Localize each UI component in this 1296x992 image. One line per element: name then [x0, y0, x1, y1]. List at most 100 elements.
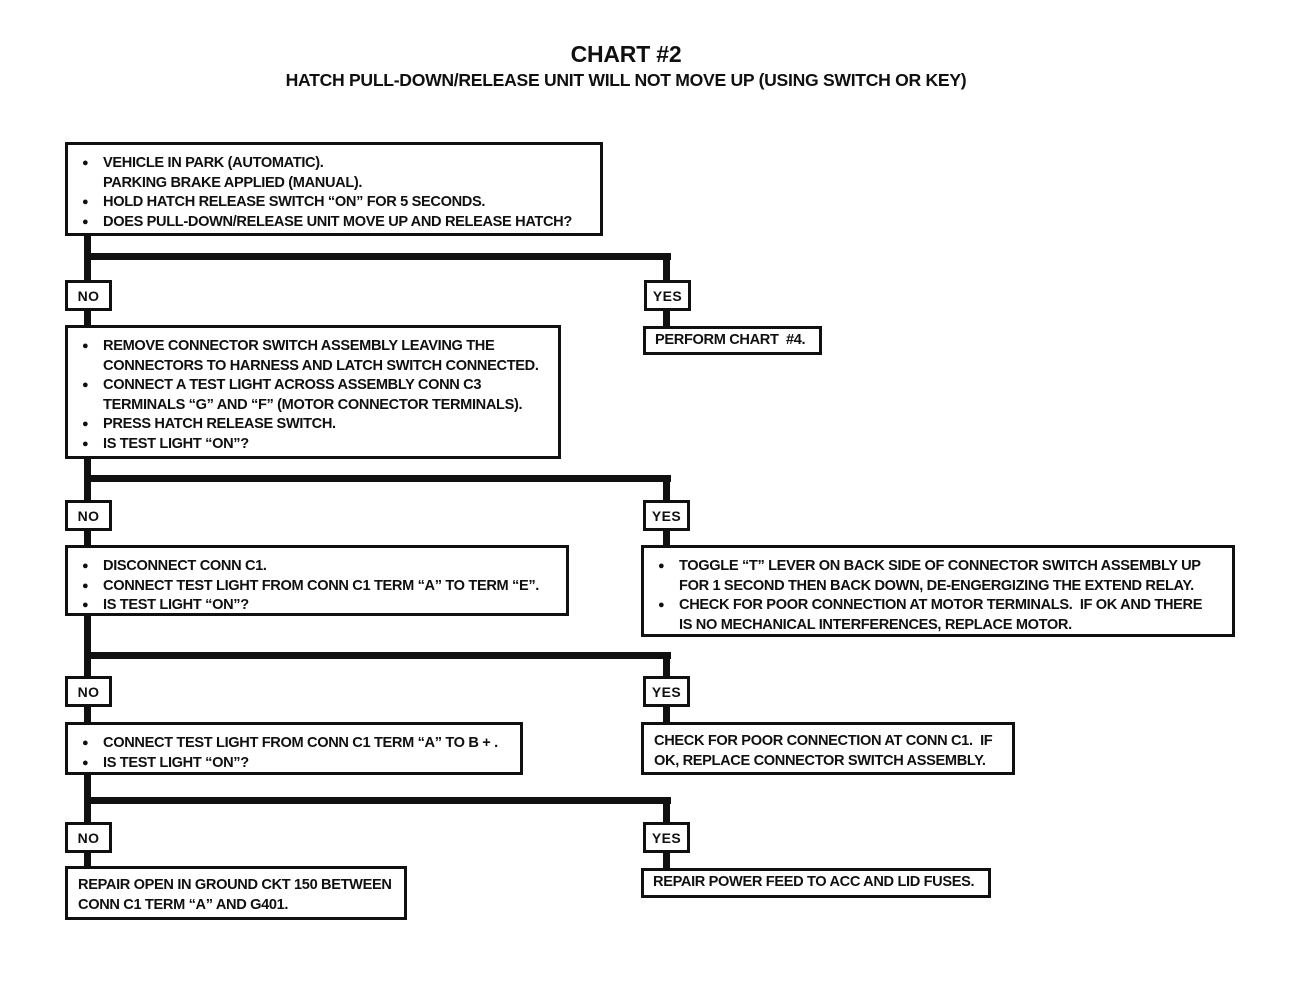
connector-line [84, 236, 91, 256]
yes-label-3: YES [643, 676, 690, 707]
connector-line [84, 797, 671, 804]
step-line: FOR 1 SECOND THEN BACK DOWN, DE-ENGERGIZ… [658, 577, 1226, 597]
step-line-text: TERMINALS “G” AND “F” (MOTOR CONNECTOR T… [103, 396, 523, 413]
yes-label-4: YES [643, 822, 690, 853]
step-line: ● IS TEST LIGHT “ON”? [82, 435, 552, 455]
step-line-text: CONNECT A TEST LIGHT ACROSS ASSEMBLY CON… [103, 377, 482, 394]
bullet-icon: ● [82, 560, 89, 572]
connector-line [84, 311, 91, 325]
step-line-text: PARKING BRAKE APPLIED (MANUAL). [103, 174, 363, 191]
step-line-text: CONN C1 TERM “A” AND G401. [78, 896, 289, 913]
bullet-icon [658, 577, 679, 597]
repair-power-box: REPAIR POWER FEED TO ACC AND LID FUSES. [641, 868, 991, 898]
connector-line [84, 800, 91, 822]
start-condition-box: ●VEHICLE IN PARK (AUTOMATIC). PARKING BR… [65, 142, 603, 236]
step-line: IS NO MECHANICAL INTERFERENCES, REPLACE … [658, 616, 1226, 636]
step-line-text: FOR 1 SECOND THEN BACK DOWN, DE-ENGERGIZ… [679, 577, 1194, 594]
step-line-text: IS TEST LIGHT “ON”? [103, 754, 249, 771]
chart-subtitle: HATCH PULL-DOWN/RELEASE UNIT WILL NOT MO… [285, 70, 967, 90]
chart-title: CHART #2 [570, 41, 682, 67]
bullet-icon: ● [658, 560, 665, 572]
test-light-motor-box: ● REMOVE CONNECTOR SWITCH ASSEMBLY LEAVIN… [65, 325, 561, 459]
perform-chart-4-box: PERFORM CHART #4. [643, 326, 822, 355]
yes-label-text: YES [651, 829, 682, 846]
step-line: ● DISCONNECT CONN C1. [82, 557, 560, 577]
step-line: ●IS TEST LIGHT “ON”? [82, 754, 514, 774]
bullet-icon [82, 174, 103, 194]
bullet-icon [82, 357, 103, 377]
bullet-icon: ● [82, 215, 89, 228]
step-line: PARKING BRAKE APPLIED (MANUAL). [82, 174, 594, 194]
yes-label-text: YES [652, 287, 683, 304]
check-conn-c1-box: CHECK FOR POOR CONNECTION AT CONN C1. IF… [641, 722, 1015, 775]
bullet-icon: ● [658, 599, 665, 612]
step-line: REPAIR OPEN IN GROUND CKT 150 BETWEEN [78, 876, 398, 896]
step-line: CHECK FOR POOR CONNECTION AT CONN C1. IF [654, 732, 1006, 752]
step-line: REPAIR POWER FEED TO ACC AND LID FUSES. [653, 873, 975, 893]
connector-line [84, 853, 91, 866]
step-line-text: HOLD HATCH RELEASE SWITCH “ON” FOR 5 SEC… [103, 194, 486, 211]
connector-line [84, 478, 91, 500]
repair-ground-box: REPAIR OPEN IN GROUND CKT 150 BETWEEN CO… [65, 866, 407, 920]
step-line-text: CHECK FOR POOR CONNECTION AT MOTOR TERMI… [679, 597, 1203, 614]
bullet-icon: ● [82, 340, 89, 352]
yes-label-2: YES [643, 500, 690, 531]
connector-line [663, 478, 670, 500]
bullet-icon [658, 616, 679, 636]
step-line: ● IS TEST LIGHT “ON”? [82, 596, 560, 616]
connector-line [663, 655, 670, 676]
step-line-text: IS TEST LIGHT “ON”? [103, 435, 249, 452]
step-line-text: REMOVE CONNECTOR SWITCH ASSEMBLY LEAVING… [103, 338, 495, 354]
connector-line [663, 800, 670, 822]
step-line-text: OK, REPLACE CONNECTOR SWITCH ASSEMBLY. [654, 752, 986, 769]
step-line-text: DISCONNECT CONN C1. [103, 558, 267, 574]
step-line: ● TOGGLE “T” LEVER ON BACK SIDE OF CONNEC… [658, 557, 1226, 577]
step-line-text: REPAIR OPEN IN GROUND CKT 150 BETWEEN [78, 877, 392, 893]
connector-line [84, 616, 91, 655]
connector-line [84, 531, 91, 545]
step-line: ●CONNECT A TEST LIGHT ACROSS ASSEMBLY CO… [82, 376, 552, 396]
connector-line [84, 459, 91, 478]
step-line: TERMINALS “G” AND “F” (MOTOR CONNECTOR T… [82, 396, 552, 416]
toggle-lever-motor-box: ● TOGGLE “T” LEVER ON BACK SIDE OF CONNEC… [641, 545, 1235, 637]
step-line: ●VEHICLE IN PARK (AUTOMATIC). [82, 154, 594, 174]
yes-label-1: YES [644, 280, 691, 311]
bullet-icon: ● [82, 599, 89, 612]
connector-line [84, 256, 91, 280]
step-line-text: CONNECTORS TO HARNESS AND LATCH SWITCH C… [103, 357, 539, 374]
step-line-text: IS TEST LIGHT “ON”? [103, 597, 249, 614]
connector-line [663, 707, 670, 722]
step-line: ● HOLD HATCH RELEASE SWITCH “ON” FOR 5 SE… [82, 193, 594, 213]
connector-line [84, 652, 671, 659]
step-line: ●CONNECT TEST LIGHT FROM CONN C1 TERM “A… [82, 734, 514, 754]
step-line: CONN C1 TERM “A” AND G401. [78, 896, 398, 916]
step-line-text: CONNECT TEST LIGHT FROM CONN C1 TERM “A”… [103, 577, 540, 594]
step-line: PERFORM CHART #4. [655, 331, 806, 351]
test-light-b-plus-box: ●CONNECT TEST LIGHT FROM CONN C1 TERM “A… [65, 722, 523, 775]
step-line-text: CHECK FOR POOR CONNECTION AT CONN C1. IF [654, 733, 993, 749]
connector-line [84, 707, 91, 722]
step-line-text: DOES PULL-DOWN/RELEASE UNIT MOVE UP AND … [103, 213, 572, 230]
step-line-text: TOGGLE “T” LEVER ON BACK SIDE OF CONNECT… [679, 558, 1201, 574]
connector-line [663, 853, 670, 868]
connector-line [84, 775, 91, 800]
bullet-icon: ● [82, 196, 89, 209]
connector-line [663, 256, 670, 280]
connector-line [84, 655, 91, 676]
step-line-text: VEHICLE IN PARK (AUTOMATIC). [103, 155, 324, 171]
bullet-icon: ● [82, 579, 89, 592]
no-label-1: NO [65, 280, 112, 311]
bullet-icon: ● [82, 418, 89, 431]
step-line-text: PERFORM CHART #4. [655, 331, 806, 348]
bullet-icon: ● [82, 437, 89, 450]
yes-label-text: YES [651, 507, 682, 524]
no-label-text: NO [77, 287, 100, 304]
bullet-icon: ● [82, 737, 89, 749]
connector-line [84, 475, 671, 482]
no-label-text: NO [77, 829, 100, 846]
connector-line [663, 311, 670, 326]
no-label-text: NO [77, 507, 100, 524]
step-line: ● CHECK FOR POOR CONNECTION AT MOTOR TERM… [658, 596, 1226, 616]
step-line: ●PRESS HATCH RELEASE SWITCH. [82, 415, 552, 435]
